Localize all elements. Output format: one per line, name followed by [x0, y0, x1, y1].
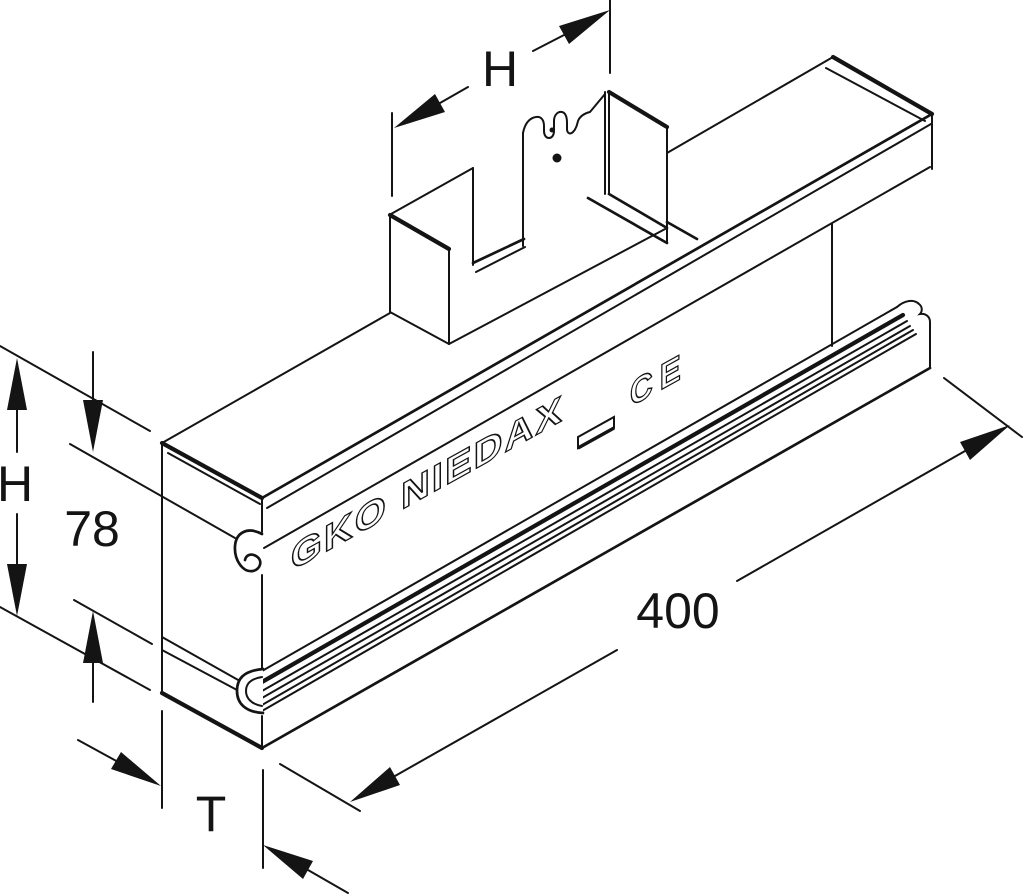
lid-flange-bottom-edge: [263, 166, 931, 549]
dim-line: [439, 34, 565, 104]
left-end-rim-line: [167, 452, 261, 505]
left-end-top-edge: [159, 440, 265, 501]
rail-line-6: [261, 333, 917, 712]
dim-line: [394, 450, 966, 777]
branch-wall-top-edge-left: [390, 167, 474, 215]
rail-left-cap-inner: [244, 676, 263, 707]
arrowhead: [350, 767, 400, 802]
brand-logo-mark: [577, 415, 615, 450]
branch-outlet: [387, 89, 699, 345]
branch-left-wall-bottom-edge: [389, 311, 450, 345]
dimension-lower-height: 78: [64, 351, 236, 703]
top-face-opening-right-edge: [586, 196, 699, 245]
dim-line: [77, 739, 349, 894]
dimension-overall-height: H: [0, 345, 151, 691]
dimension-branch-width: H: [391, 0, 611, 197]
rail-right-cap: [896, 299, 931, 369]
left-end-bottom-edge: [159, 690, 265, 751]
label-overall-height: H: [0, 456, 33, 512]
ext-line: [279, 377, 1023, 812]
rail-line-3: [261, 320, 908, 692]
rail-line-4: [261, 325, 911, 699]
top-face-opening-front-edge: [448, 227, 668, 345]
arrowhead: [960, 425, 1010, 460]
ext-line: [69, 443, 236, 645]
branch-cutout-bottom-edge: [471, 237, 526, 265]
ext-line: [391, 0, 611, 197]
branch-left-wall-top-edge: [387, 212, 452, 252]
ext-line: [161, 710, 264, 869]
arrowhead: [394, 94, 445, 128]
ext-line: [0, 345, 151, 691]
lid-hook-profile: [233, 529, 264, 573]
branch-right-fold-edges: [604, 91, 610, 195]
arrowhead: [7, 564, 27, 616]
branch-right-wall-bottom-edge: [607, 192, 669, 230]
right-end-top-edge: [830, 54, 935, 117]
label-branch-width: H: [482, 41, 518, 97]
label-lower-height: 78: [64, 501, 120, 557]
branch-mounting-tab: [522, 93, 606, 140]
rail-line-5: [261, 329, 914, 706]
branch-cutout-bottom-hem: [475, 246, 526, 273]
arrowhead: [263, 845, 313, 879]
arrowhead: [83, 611, 103, 663]
duct-body: [159, 54, 935, 751]
dimension-depth: T: [77, 710, 349, 894]
arrowhead: [559, 10, 610, 44]
arrowhead: [83, 400, 103, 452]
lid-front-edge: [260, 112, 934, 500]
arrowhead: [111, 752, 161, 786]
rail-line-2: [259, 312, 906, 685]
branch-right-wall-top-edge: [606, 89, 670, 130]
branch-screw-hole: [552, 153, 562, 163]
label-depth: T: [196, 786, 227, 842]
tab-hole: [549, 127, 555, 133]
right-end-rim-line: [825, 67, 926, 122]
lid-front-edge-inner: [266, 123, 932, 509]
rail-left-cap: [235, 667, 265, 715]
top-face-back-edge: [161, 56, 834, 444]
rail-line-1: [261, 306, 898, 672]
arrowhead: [7, 358, 27, 410]
ce-mark: CE: [630, 342, 688, 415]
bottom-front-edge: [260, 366, 932, 750]
dimension-length: 400: [279, 377, 1023, 812]
label-length: 400: [636, 583, 719, 639]
